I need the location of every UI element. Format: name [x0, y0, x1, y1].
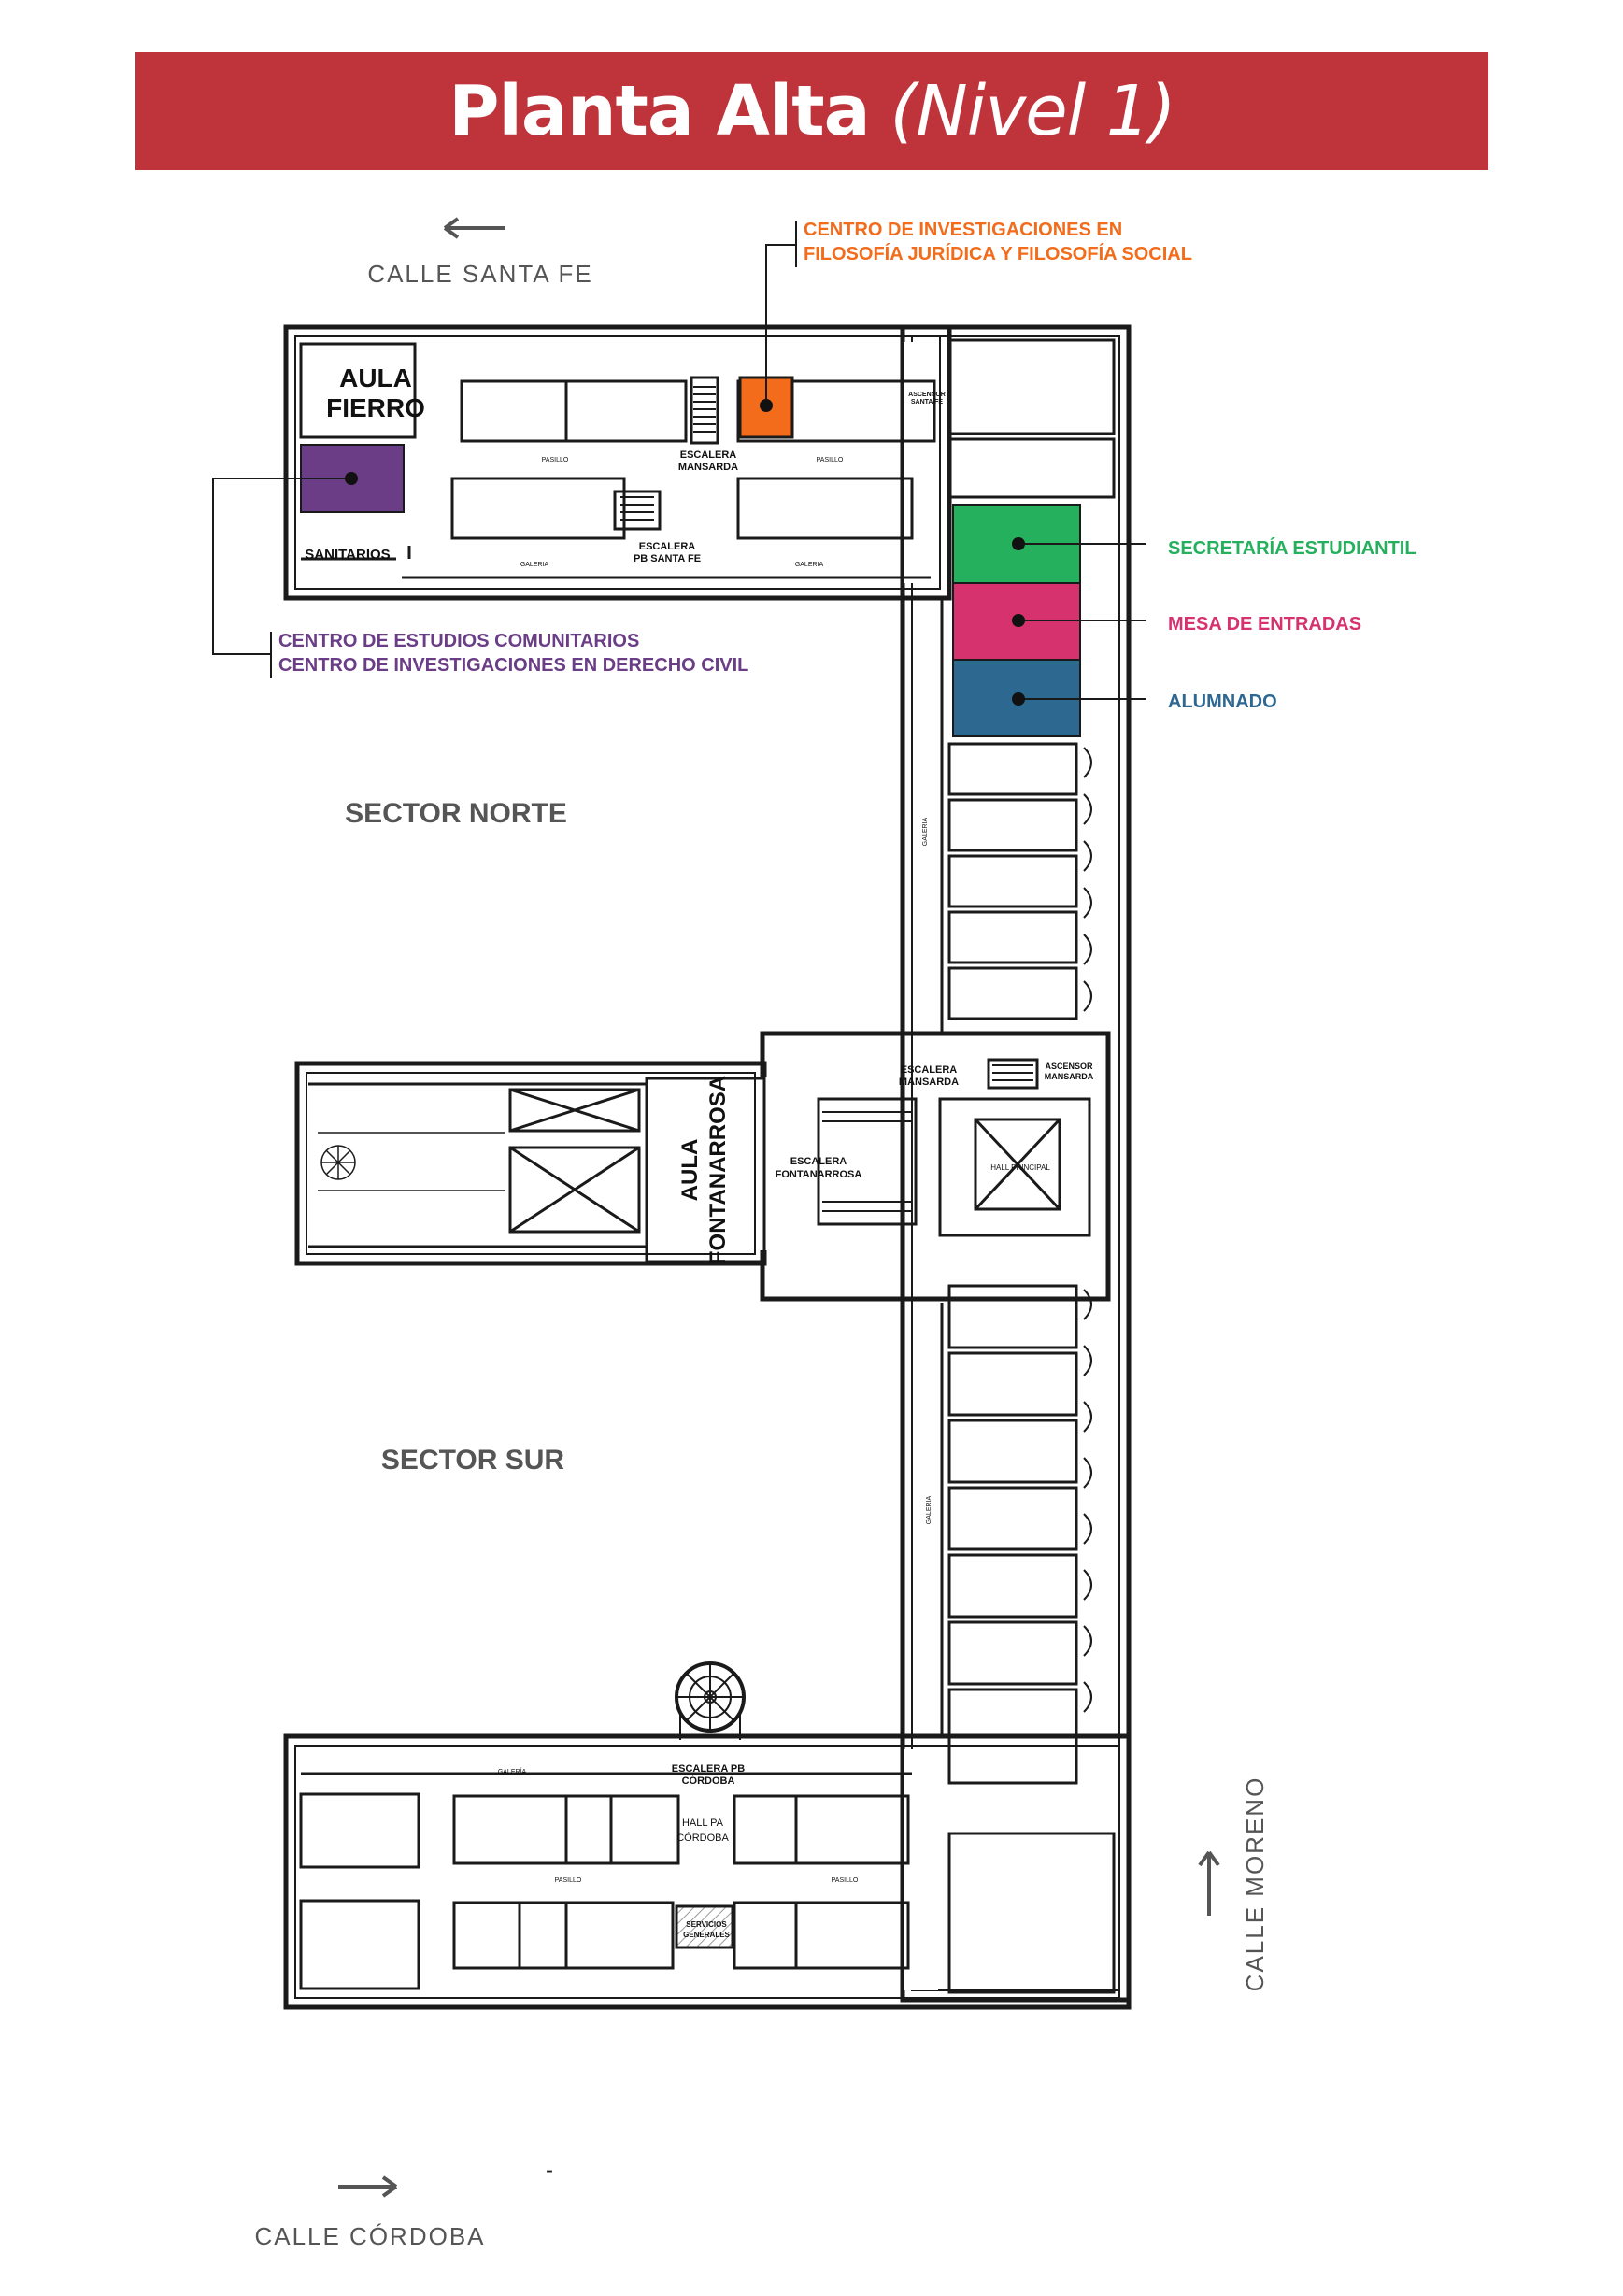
spiral-stair: [675, 1661, 746, 1740]
label-galeria-south: GALERÍA: [498, 1767, 527, 1775]
room-hall-pa-cordoba-line2: CÓRDOBA: [676, 1832, 729, 1844]
title-banner: Planta Alta (Nivel 1): [135, 52, 1488, 170]
street-label-moreno: CALLE MORENO: [1241, 1776, 1269, 1992]
label-galeria-north-east: GALERIA: [795, 562, 824, 568]
sector-norte-label: SECTOR NORTE: [345, 798, 567, 829]
street-label-cordoba: CALLE CÓRDOBA: [254, 2222, 485, 2250]
callout-comunitarios-line1: CENTRO DE ESTUDIOS COMUNITARIOS: [278, 631, 639, 651]
room-escalera-pb-santa-fe-line2: PB SANTA FE: [634, 553, 701, 564]
south-wing-interior: [299, 1772, 912, 1990]
label-pasillo-south-west: PASILLO: [555, 1877, 582, 1884]
room-ascensor-mansarda-line1: ASCENSOR: [1045, 1062, 1093, 1071]
room-escalera-pb-santa-fe-line1: ESCALERA: [639, 541, 696, 552]
sector-sur-label: SECTOR SUR: [381, 1445, 564, 1476]
fontanarrosa-details: [318, 1132, 505, 1191]
callout-leaders: [212, 221, 1146, 700]
fontanarrosa-wing-interior: [308, 1077, 766, 1263]
room-escalera-pb-cordoba-line1: ESCALERA PB: [672, 1763, 745, 1775]
room-escalera-mansarda-north-line2: MANSARDA: [678, 462, 738, 473]
callout-comunitarios-line2: CENTRO DE INVESTIGACIONES EN DERECHO CIV…: [278, 655, 748, 676]
room-escalera-fontanarrosa-line2: FONTANARROSA: [776, 1169, 862, 1180]
page-subtitle: (Nivel 1): [890, 71, 1176, 151]
room-servicios-generales-line2: GENERALES: [683, 1931, 730, 1939]
arrow-right-icon: [338, 2175, 398, 2198]
room-ascensor-santa-fe-line2: SANTA FE: [911, 399, 944, 406]
street-label-santa-fe: CALLE SANTA FE: [367, 260, 592, 288]
callout-alumnado: ALUMNADO: [1168, 692, 1277, 712]
label-pasillo-north-east: PASILLO: [817, 457, 844, 463]
callout-secretaria: SECRETARÍA ESTUDIANTIL: [1168, 537, 1417, 559]
arrow-left-icon: [443, 217, 505, 239]
street-santa-fe: CALLE SANTA FE: [367, 217, 592, 288]
room-aula-fierro-line2: FIERRO: [326, 393, 425, 422]
room-hall-pa-cordoba-line1: HALL PA: [682, 1818, 724, 1829]
room-ascensor-santa-fe-line1: ASCENSOR: [908, 392, 946, 398]
street-moreno: CALLE MORENO: [1198, 1776, 1269, 1992]
north-stair-lines: [620, 386, 716, 521]
label-galeria-east-upper: GALERIA: [922, 818, 929, 847]
callout-dots: [345, 399, 1025, 706]
room-escalera-mansarda-center-line2: MANSARDA: [899, 1077, 959, 1088]
page-title: Planta Alta: [448, 71, 870, 151]
room-escalera-fontanarrosa-line1: ESCALERA: [790, 1156, 847, 1167]
footnote-dash: -: [546, 2158, 553, 2183]
room-sanitarios: SANITARIOS: [305, 547, 390, 563]
room-escalera-pb-cordoba-line2: CÓRDOBA: [682, 1775, 735, 1787]
label-galeria-east-lower: GALERIA: [926, 1496, 933, 1525]
room-escalera-mansarda-north-line1: ESCALERA: [680, 449, 737, 461]
callout-filosofia-line2: FILOSOFÍA JURÍDICA Y FILOSOFÍA SOCIAL: [804, 243, 1192, 264]
arrow-up-icon: [1198, 1850, 1220, 1916]
north-wing-interior: [299, 342, 936, 579]
street-cordoba: CALLE CÓRDOBA: [254, 2175, 485, 2250]
room-aula-fontanarrosa-line2: FONTANARROSA: [705, 1076, 731, 1264]
east-arches: [1083, 747, 1092, 1713]
callout-filosofia-line1: CENTRO DE INVESTIGACIONES EN: [804, 220, 1122, 240]
central-stair-lines: [822, 1064, 1033, 1212]
label-pasillo-north-west: PASILLO: [542, 457, 569, 463]
room-hall-principal: HALL PRINCIPAL: [990, 1163, 1050, 1172]
callout-mesa: MESA DE ENTRADAS: [1168, 614, 1361, 635]
room-aula-fontanarrosa-line1: AULA: [677, 1139, 703, 1202]
room-escalera-mansarda-center-line1: ESCALERA: [901, 1064, 958, 1076]
central-block-interior: [817, 1058, 1091, 1237]
building-outline: [283, 324, 1132, 2010]
label-pasillo-south-east: PASILLO: [832, 1877, 859, 1884]
east-wing-interior: [940, 338, 1116, 1994]
label-galeria-north-west: GALERIA: [520, 562, 549, 568]
room-servicios-generales-line1: SERVICIOS: [686, 1920, 727, 1929]
room-ascensor-mansarda-line2: MANSARDA: [1045, 1072, 1094, 1081]
room-aula-fierro-line1: AULA: [339, 364, 412, 392]
